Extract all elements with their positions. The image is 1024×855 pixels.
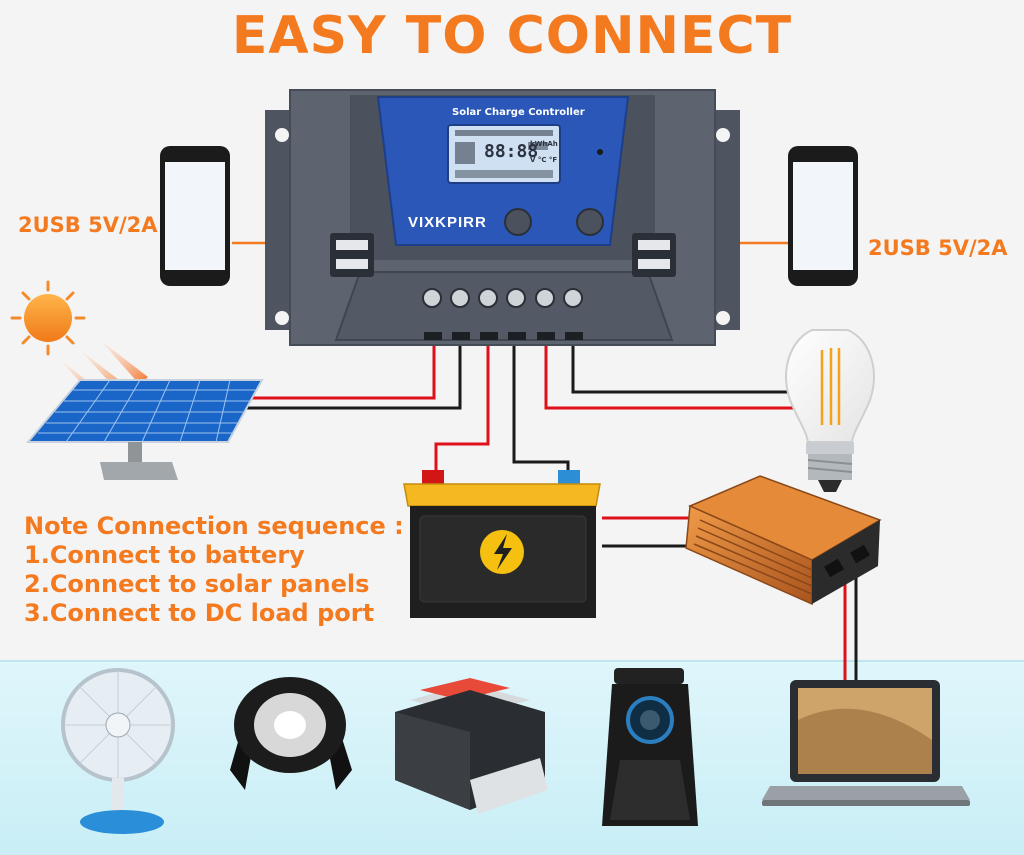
lcd-units: kWhAh [530, 140, 558, 148]
controller-button-right [576, 208, 604, 236]
phone-left-icon [160, 146, 230, 286]
battery-icon [403, 470, 601, 618]
wires [232, 241, 858, 680]
light-bulb-icon [785, 329, 875, 492]
stage-light-icon [230, 677, 352, 790]
charge-controller [265, 89, 740, 346]
usb-ports-left [330, 233, 374, 277]
brand-name: VIXKPIRR [408, 214, 487, 231]
printer-icon [395, 678, 548, 814]
usb-ports-right [632, 233, 676, 277]
speaker-icon [602, 668, 698, 826]
usb-right-label: 2USB 5V/2A [868, 236, 1008, 260]
terminal-screws [422, 288, 583, 308]
laptop-icon [762, 680, 970, 806]
note-step-2: 2.Connect to solar panels [24, 570, 370, 598]
phone-right-icon [788, 146, 858, 286]
solar-panel-icon [25, 379, 264, 480]
fan-icon [61, 668, 175, 834]
lcd-segments [455, 130, 553, 178]
note-step-3: 3.Connect to DC load port [24, 599, 375, 627]
lcd-temp: V °C °F [530, 156, 558, 164]
controller-button-left [504, 208, 532, 236]
page-title: EASY TO CONNECT [231, 6, 793, 66]
inverter-icon [685, 475, 882, 606]
note-step-1: 1.Connect to battery [24, 541, 305, 569]
note-heading: Note Connection sequence : [24, 512, 404, 540]
usb-left-label: 2USB 5V/2A [18, 213, 158, 237]
lcd-digits: 88:88 [484, 141, 539, 162]
terminal-sockets [424, 332, 583, 340]
connection-note: Note Connection sequence : 1.Connect to … [24, 512, 404, 628]
lcd-title: Solar Charge Controller [452, 107, 585, 118]
